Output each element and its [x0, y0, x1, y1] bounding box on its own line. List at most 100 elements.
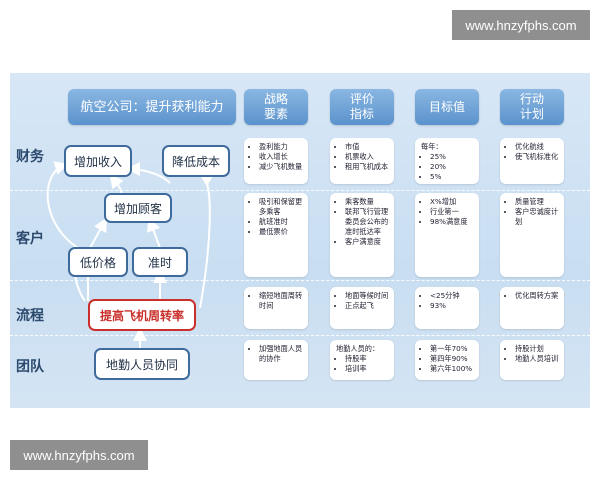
- cell-list: 盈利能力收入增长减少飞机数量: [250, 142, 304, 172]
- cell-item: <25分钟: [430, 291, 475, 301]
- col-header-metric: 评价指标: [330, 89, 394, 125]
- cell-item: 第四年90%: [430, 354, 475, 364]
- cell-item: 优化周转方案: [515, 291, 560, 301]
- row-label-process: 流程: [16, 308, 44, 324]
- cell-item: 最低票价: [259, 227, 304, 237]
- cell-prefix: 每年：: [421, 142, 443, 151]
- cell-action: 持股计划地勤人员培训: [500, 340, 564, 380]
- col-header-action: 行动计划: [500, 89, 564, 125]
- cell-action: 质量管理客户忠诚度计划: [500, 193, 564, 277]
- cell-list: 加强地面人员的协作: [250, 344, 304, 364]
- header-line: 评价: [349, 92, 374, 106]
- cell-item: 优化航线: [515, 142, 560, 152]
- node-on-time: 准时: [132, 247, 188, 277]
- cell-list: 吸引和保留更多乘客航班准时最低票价: [250, 197, 304, 237]
- cell-prefix: 地勤人员的：: [336, 344, 380, 353]
- cell-list: 质量管理客户忠诚度计划: [506, 197, 560, 227]
- cell-item: 客户忠诚度计划: [515, 207, 560, 227]
- title-header: 航空公司：提升获利能力: [68, 89, 236, 125]
- cell-item: 93%: [430, 301, 475, 311]
- cell-item: 机票收入: [345, 152, 390, 162]
- cell-item: 加强地面人员的协作: [259, 344, 304, 364]
- cell-list: 持股计划地勤人员培训: [506, 344, 560, 364]
- cell-metric: 地勤人员的：持股率培训率: [330, 340, 394, 380]
- arrow-ontime-to-customers: [146, 217, 161, 249]
- arrow-customers-to-income: [109, 173, 124, 196]
- row-separator: [10, 280, 590, 281]
- cell-item: 乘客数量: [345, 197, 390, 207]
- cell-target: 每年：25%20%5%: [415, 138, 479, 184]
- cell-target: 第一年70%第四年90%第六年100%: [415, 340, 479, 380]
- cell-item: 使飞机标准化: [515, 152, 560, 162]
- cell-item: 航班准时: [259, 217, 304, 227]
- cell-item: 收入增长: [259, 152, 304, 162]
- cell-item: 20%: [430, 162, 475, 172]
- cell-item: 持股计划: [515, 344, 560, 354]
- cell-target: <25分钟93%: [415, 287, 479, 329]
- cell-list: 25%20%5%: [421, 152, 475, 182]
- cell-list: 地面等候时间正点起飞: [336, 291, 390, 311]
- cell-list: 优化周转方案: [506, 291, 560, 301]
- cell-list: 缩短地面周转时间: [250, 291, 304, 311]
- cell-item: 减少飞机数量: [259, 162, 304, 172]
- node-increase-income: 增加收入: [64, 145, 132, 177]
- cell-item: 5%: [430, 172, 475, 182]
- node-reduce-cost: 降低成本: [162, 145, 230, 177]
- cell-metric: 地面等候时间正点起飞: [330, 287, 394, 329]
- cell-item: 98%满意度: [430, 217, 475, 227]
- node-ground-crew: 地勤人员协同: [94, 348, 190, 380]
- arrow-lowprice-to-customers: [89, 217, 107, 249]
- cell-metric: 乘客数量联邦飞行管理委员会公布的准时抵达率客户满意度: [330, 193, 394, 277]
- cell-item: 25%: [430, 152, 475, 162]
- cell-list: 第一年70%第四年90%第六年100%: [421, 344, 475, 374]
- cell-list: X%增加行业第一98%满意度: [421, 197, 475, 227]
- cell-strategy: 盈利能力收入增长减少飞机数量: [244, 138, 308, 184]
- cell-item: 第六年100%: [430, 364, 475, 374]
- cell-item: 地面等候时间: [345, 291, 390, 301]
- cell-strategy: 加强地面人员的协作: [244, 340, 308, 380]
- cell-item: 质量管理: [515, 197, 560, 207]
- header-line: 要素: [263, 107, 288, 121]
- row-label-team: 团队: [16, 359, 44, 375]
- col-header-strategy: 战略要素: [244, 89, 308, 125]
- row-separator: [10, 335, 590, 336]
- cell-item: 行业第一: [430, 207, 475, 217]
- cell-strategy: 吸引和保留更多乘客航班准时最低票价: [244, 193, 308, 277]
- cell-item: 市值: [345, 142, 390, 152]
- header-line: 战略: [263, 92, 288, 106]
- cell-item: 联邦飞行管理委员会公布的准时抵达率: [345, 207, 390, 237]
- header-line: 目标值: [428, 99, 465, 114]
- cell-item: 持股率: [345, 354, 390, 364]
- strategy-map-panel: 财务 客户 流程 团队 航空公司：提升获利能力 战略要素 评价指标 目标值 行动…: [10, 73, 590, 408]
- cell-list: 乘客数量联邦飞行管理委员会公布的准时抵达率客户满意度: [336, 197, 390, 247]
- header-line: 指标: [349, 107, 374, 121]
- row-label-customer: 客户: [16, 231, 44, 247]
- watermark-top: www.hnzyfphs.com: [452, 10, 590, 40]
- cell-list: 持股率培训率: [336, 354, 390, 374]
- cell-item: 吸引和保留更多乘客: [259, 197, 304, 217]
- cell-item: 租用飞机成本: [345, 162, 390, 172]
- cell-item: X%增加: [430, 197, 475, 207]
- header-line: 行动: [519, 92, 544, 106]
- col-header-target: 目标值: [415, 89, 479, 125]
- cell-item: 盈利能力: [259, 142, 304, 152]
- cell-list: 优化航线使飞机标准化: [506, 142, 560, 162]
- row-separator: [10, 190, 590, 191]
- cell-list: 市值机票收入租用飞机成本: [336, 142, 390, 172]
- cell-item: 正点起飞: [345, 301, 390, 311]
- cell-item: 客户满意度: [345, 237, 390, 247]
- cell-strategy: 缩短地面周转时间: [244, 287, 308, 329]
- row-label-finance: 财务: [16, 149, 44, 165]
- arrow-turnaround-to-cost: [198, 172, 215, 309]
- node-add-customers: 增加顾客: [104, 193, 172, 223]
- cell-item: 第一年70%: [430, 344, 475, 354]
- cell-target: X%增加行业第一98%满意度: [415, 193, 479, 277]
- node-low-price: 低价格: [68, 247, 128, 277]
- cell-item: 缩短地面周转时间: [259, 291, 304, 311]
- watermark-bottom: www.hnzyfphs.com: [10, 440, 148, 470]
- arrow-cost-to-income: [126, 162, 171, 184]
- header-line: 计划: [519, 107, 544, 121]
- cell-action: 优化航线使飞机标准化: [500, 138, 564, 184]
- cell-metric: 市值机票收入租用飞机成本: [330, 138, 394, 184]
- cell-item: 培训率: [345, 364, 390, 374]
